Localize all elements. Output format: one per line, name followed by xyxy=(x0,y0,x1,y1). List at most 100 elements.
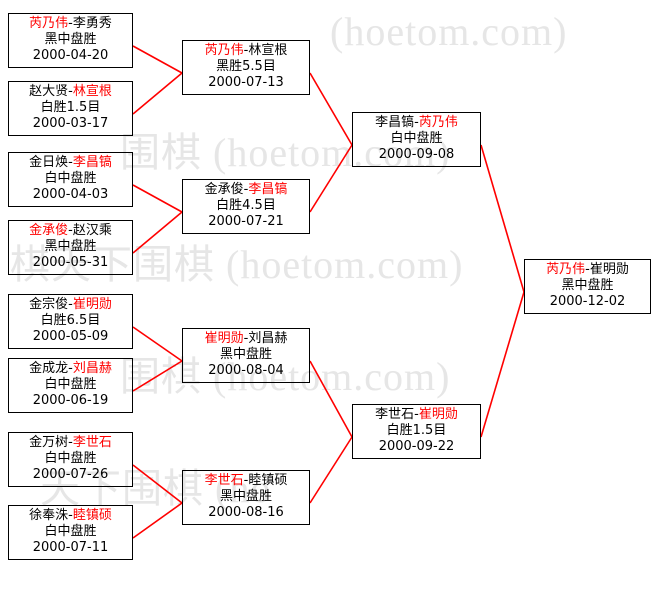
player-a: 李世石 xyxy=(204,473,244,488)
match-players: 金宗俊-崔明勋 xyxy=(9,297,132,313)
match-result: 白中盘胜 xyxy=(44,171,97,186)
match-result: 白胜1.5目 xyxy=(40,100,101,115)
match-players: 芮乃伟-李勇秀 xyxy=(9,16,132,32)
player-separator: - xyxy=(243,43,249,58)
player-b: 李勇秀 xyxy=(72,16,112,31)
match-date: 2000-07-21 xyxy=(208,214,284,229)
player-separator: - xyxy=(68,155,73,170)
match-date: 2000-04-20 xyxy=(32,48,109,63)
player-a: 金万树 xyxy=(29,435,69,450)
player-b: 李昌镐 xyxy=(72,155,112,170)
player-separator: - xyxy=(68,84,73,99)
player-b: 睦镇硕 xyxy=(72,508,112,523)
player-separator: - xyxy=(68,223,73,238)
match-date: 2000-12-02 xyxy=(549,294,626,309)
player-a: 李昌镐 xyxy=(375,115,415,130)
player-separator: - xyxy=(414,407,419,422)
player-b: 林宣根 xyxy=(248,43,288,58)
match-date: 2000-07-13 xyxy=(208,75,284,90)
match-players: 李世石-睦镇硕 xyxy=(183,473,309,489)
player-a: 崔明勋 xyxy=(204,331,244,346)
match-result: 白中盘胜 xyxy=(44,451,97,466)
match-players: 李世石-崔明勋 xyxy=(353,407,480,423)
match-date: 2000-05-31 xyxy=(32,255,109,270)
player-separator: - xyxy=(585,262,590,277)
player-a: 金宗俊 xyxy=(29,297,69,312)
match-players: 李昌镐-芮乃伟 xyxy=(353,115,480,131)
match-date: 2000-03-17 xyxy=(32,116,109,131)
player-b: 刘昌赫 xyxy=(72,361,112,376)
player-a: 芮乃伟 xyxy=(204,43,244,58)
player-b: 李昌镐 xyxy=(248,182,288,197)
match-result: 白胜4.5目 xyxy=(216,198,276,213)
match-players: 金万树-李世石 xyxy=(9,435,132,451)
player-separator: - xyxy=(243,331,249,346)
player-a: 金日焕 xyxy=(29,155,69,170)
player-a: 徐奉洙 xyxy=(29,508,69,523)
watermark-text: 围棋 (hoetom.com) xyxy=(120,354,451,399)
player-separator: - xyxy=(243,182,249,197)
player-b: 崔明勋 xyxy=(589,262,629,277)
match-players: 金日焕-李昌镐 xyxy=(9,155,132,171)
match-result: 黑中盘胜 xyxy=(219,489,272,504)
player-b: 崔明勋 xyxy=(418,407,458,422)
match-result: 白中盘胜 xyxy=(44,524,97,539)
player-separator: - xyxy=(68,508,73,523)
match-result: 黑中盘胜 xyxy=(44,32,97,47)
match-result: 白中盘胜 xyxy=(390,131,443,146)
player-separator: - xyxy=(68,16,73,31)
match-result: 白中盘胜 xyxy=(44,377,97,392)
player-a: 赵大贤 xyxy=(29,84,69,99)
watermark-text: 围棋 (hoetom.com) xyxy=(120,130,451,175)
player-separator: - xyxy=(68,297,73,312)
match-date: 2000-09-22 xyxy=(378,439,455,454)
match-date: 2000-07-11 xyxy=(32,540,109,555)
match-date: 2000-06-19 xyxy=(32,393,109,408)
match-players: 芮乃伟-林宣根 xyxy=(183,43,309,59)
match-result: 白胜1.5目 xyxy=(386,423,447,438)
player-separator: - xyxy=(68,435,73,450)
match-result: 黑中盘胜 xyxy=(561,278,614,293)
match-players: 赵大贤-林宣根 xyxy=(9,84,132,100)
player-separator: - xyxy=(68,361,73,376)
match-date: 2000-07-26 xyxy=(32,467,109,482)
player-b: 林宣根 xyxy=(72,84,112,99)
player-b: 睦镇硕 xyxy=(248,473,288,488)
player-a: 芮乃伟 xyxy=(29,16,69,31)
match-date: 2000-04-03 xyxy=(32,187,109,202)
match-result: 黑中盘胜 xyxy=(219,347,272,362)
match-date: 2000-08-04 xyxy=(208,363,284,378)
player-b: 崔明勋 xyxy=(72,297,112,312)
player-b: 赵汉乘 xyxy=(72,223,112,238)
match-players: 金承俊-赵汉乘 xyxy=(9,223,132,239)
match-players: 金成龙-刘昌赫 xyxy=(9,361,132,377)
player-b: 芮乃伟 xyxy=(418,115,458,130)
player-separator: - xyxy=(414,115,419,130)
player-a: 金成龙 xyxy=(29,361,69,376)
player-a: 李世石 xyxy=(375,407,415,422)
match-date: 2000-08-16 xyxy=(208,505,284,520)
match-players: 崔明勋-刘昌赫 xyxy=(183,331,309,347)
player-b: 李世石 xyxy=(72,435,112,450)
player-separator: - xyxy=(243,473,249,488)
watermark-text: 天下围棋 (ho xyxy=(40,466,272,511)
match-date: 2000-05-09 xyxy=(32,329,109,344)
player-a: 金承俊 xyxy=(29,223,69,238)
